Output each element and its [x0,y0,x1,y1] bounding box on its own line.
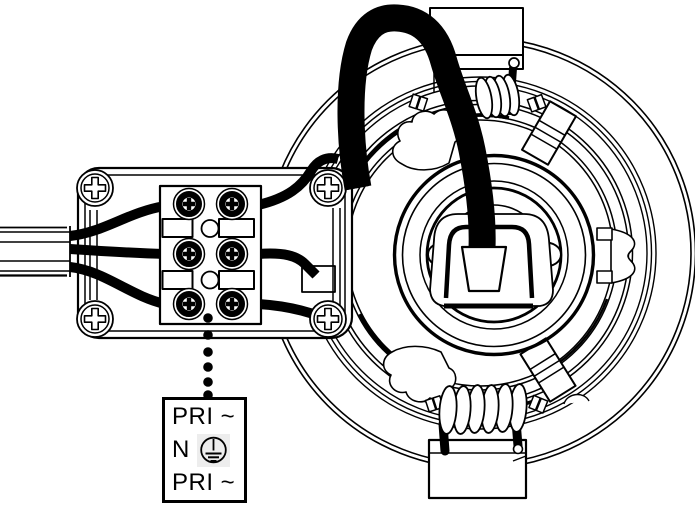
ring-cutout-upper-left [391,109,462,171]
top-torsion-spring [474,73,521,120]
terminal-screw [172,287,206,321]
ring-cutout-lower-left [382,345,457,403]
label-pri-bottom: PRI ~ [172,471,242,495]
ring-tab [528,394,549,414]
corner-screw [76,169,114,207]
side-latch-right [596,227,636,284]
terminal-screw [215,287,249,321]
terminal-label-box: PRI ~ N PRI ~ [162,397,247,503]
mounting-ring-details [382,93,636,414]
terminal-screw [215,187,249,221]
label-pri-top: PRI ~ [172,405,242,429]
friction-clip-lower-right [519,337,577,403]
corner-screw [76,300,114,338]
bottom-torsion-spring [438,383,528,456]
ring-tab [526,93,547,113]
cable-clamp [301,265,336,293]
pri-top-text: PRI ~ [172,403,236,430]
pri-bottom-text: PRI ~ [172,469,236,496]
ring-bump-lower-right [563,393,590,405]
friction-clip-upper-right [521,100,577,166]
terminal-screw [172,187,206,221]
label-neutral-earth: N [172,433,242,467]
spring-eyelet [512,443,524,455]
corner-screw [309,300,347,338]
fixture-cable-loop [337,4,496,249]
terminal-screw [172,237,206,271]
spring-pin [508,57,520,69]
supply-cable [0,226,71,277]
terminal-block [158,184,263,326]
terminal-screw [215,237,249,271]
neutral-text: N [172,436,190,463]
ring-tab [408,93,429,112]
socket-inner-cup [460,245,508,293]
label-leader-dots [203,313,213,400]
protective-earth-icon [196,433,230,467]
corner-screw [309,169,347,207]
